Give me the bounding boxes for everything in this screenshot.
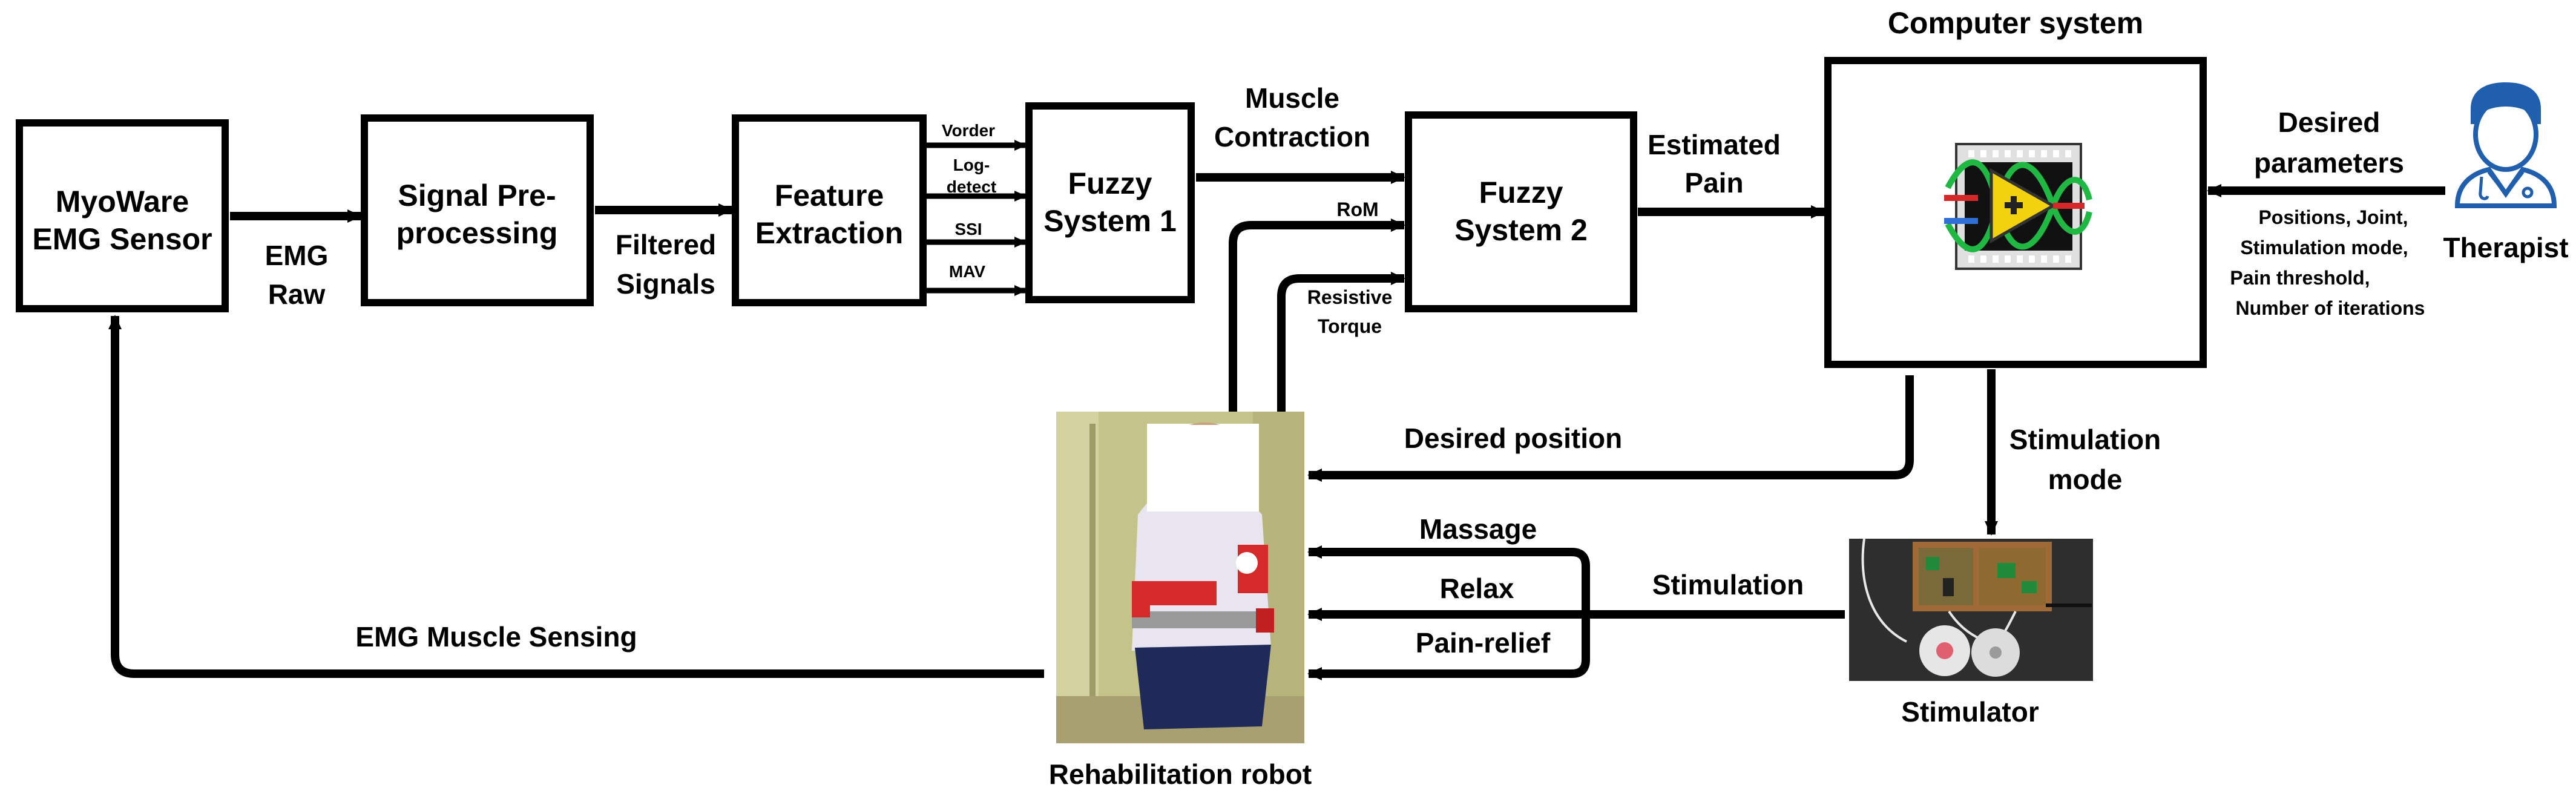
connection-lines bbox=[108, 140, 2445, 680]
emg-muscle-sensing-label: EMG Muscle Sensing bbox=[355, 621, 637, 653]
feature-log-detect-line2: detect bbox=[947, 177, 996, 196]
feature-extraction-block: Feature Extraction bbox=[732, 114, 927, 306]
desired-position-label: Desired position bbox=[1404, 423, 1622, 454]
parameter-list-line3: Pain threshold, bbox=[2230, 267, 2370, 289]
estimated-pain-line2: Pain bbox=[1684, 167, 1743, 199]
stimulation-label: Stimulation bbox=[1652, 569, 1804, 600]
therapist-label: Therapist bbox=[2443, 232, 2568, 263]
relax-label: Relax bbox=[1440, 573, 1514, 604]
feature-mav-label: MAV bbox=[949, 262, 985, 281]
sensor-label-line1: MyoWare bbox=[56, 185, 189, 219]
fuzzy1-label-line2: System 1 bbox=[1043, 204, 1177, 238]
resistive-torque-line1: Resistive bbox=[1307, 286, 1393, 308]
filtered-signals-line2: Signals bbox=[616, 268, 715, 300]
pain-relief-label: Pain-relief bbox=[1416, 627, 1551, 659]
desired-parameters-line2: parameters bbox=[2254, 147, 2404, 179]
fuzzy-system-1-block: Fuzzy System 1 bbox=[1025, 102, 1195, 303]
fuzzy1-label-line1: Fuzzy bbox=[1068, 166, 1152, 200]
feature-extraction-label-line2: Extraction bbox=[755, 216, 904, 250]
preprocessing-label-line1: Signal Pre- bbox=[398, 179, 556, 212]
doctor-person-icon bbox=[2454, 82, 2557, 208]
feature-ssi-label: SSI bbox=[954, 220, 982, 238]
feature-vorder-label: Vorder bbox=[942, 121, 995, 140]
labview-logo-icon bbox=[1944, 143, 2092, 270]
emg-raw-line1: EMG bbox=[265, 240, 329, 271]
rehabilitation-robot-photo bbox=[1056, 412, 1304, 743]
muscle-contraction-line2: Contraction bbox=[1214, 121, 1370, 153]
parameter-list-line2: Stimulation mode, bbox=[2240, 237, 2408, 258]
muscle-contraction-line1: Muscle bbox=[1245, 82, 1339, 114]
therapist-group: Therapist bbox=[2443, 82, 2569, 263]
sensor-label-line2: EMG Sensor bbox=[32, 222, 212, 256]
stimulation-mode-line1: Stimulation bbox=[2009, 424, 2161, 455]
estimated-pain-line1: Estimated bbox=[1648, 129, 1781, 160]
myoware-sensor-block: MyoWare EMG Sensor bbox=[16, 119, 229, 312]
massage-label: Massage bbox=[1419, 513, 1537, 545]
emg-raw-line2: Raw bbox=[268, 278, 326, 310]
fuzzy2-label-line1: Fuzzy bbox=[1479, 176, 1563, 209]
feature-log-detect-line1: Log- bbox=[953, 156, 990, 174]
computer-system-block: Computer system bbox=[1824, 6, 2207, 368]
desired-parameters-line1: Desired bbox=[2278, 107, 2380, 138]
signal-preprocessing-block: Signal Pre- processing bbox=[361, 114, 594, 306]
filtered-signals-line1: Filtered bbox=[616, 229, 716, 260]
stimulator-photo bbox=[1849, 538, 2093, 681]
fuzzy2-label-line2: System 2 bbox=[1454, 213, 1588, 247]
parameter-list-line1: Positions, Joint, bbox=[2258, 206, 2408, 228]
feature-extraction-label-line1: Feature bbox=[775, 179, 884, 212]
computer-system-title: Computer system bbox=[1888, 6, 2143, 40]
fuzzy-system-2-block: Fuzzy System 2 bbox=[1405, 111, 1637, 312]
rehabilitation-robot-label: Rehabilitation robot bbox=[1049, 758, 1312, 790]
rom-label: RoM bbox=[1336, 199, 1378, 220]
stimulator-label: Stimulator bbox=[1901, 696, 2039, 728]
parameter-list-line4: Number of iterations bbox=[2236, 297, 2425, 319]
resistive-torque-line2: Torque bbox=[1318, 315, 1382, 337]
preprocessing-label-line2: processing bbox=[396, 216, 558, 250]
stimulation-mode-line2: mode bbox=[2048, 464, 2123, 495]
